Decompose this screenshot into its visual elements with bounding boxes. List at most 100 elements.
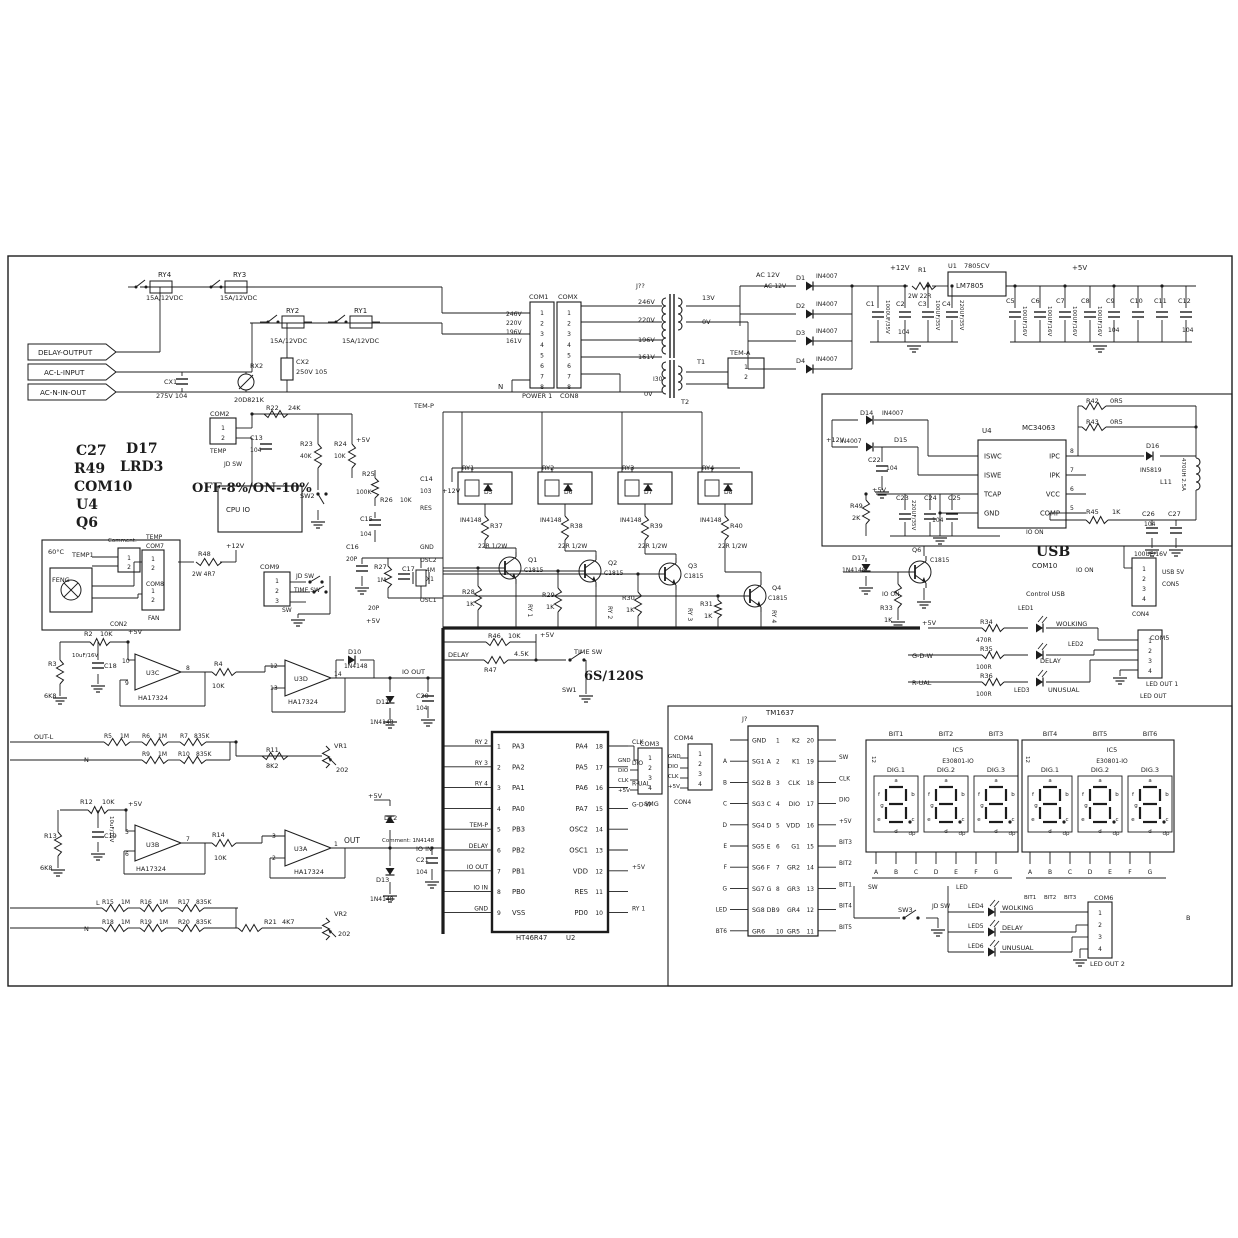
schematic-label: LRD3 (120, 459, 163, 475)
schematic-label: 100R (976, 664, 992, 671)
pin-signal-label: SW (839, 755, 849, 761)
schematic-label: D17 (126, 441, 158, 457)
varistor-symbol (238, 374, 254, 390)
schematic-label: RY3 (622, 464, 634, 472)
schematic-label: C11 (1154, 297, 1167, 305)
schematic-label: C23 (896, 494, 909, 502)
schematic-label: C27 (1168, 510, 1181, 518)
transistor-symbol (749, 584, 762, 594)
segment-letter: c (911, 817, 914, 823)
schematic-label: R35 (980, 645, 993, 653)
junction-dot (388, 846, 392, 850)
segment-letter: a (894, 778, 897, 784)
diode-symbol (385, 696, 395, 703)
schematic-label: C16 (346, 543, 359, 551)
schematic-label: 220V (638, 316, 655, 324)
schematic-label: R7 (180, 733, 188, 740)
connector-pin-number: 4 (698, 781, 702, 788)
schematic-label: DIO (668, 764, 679, 770)
schematic-label: D6 (564, 489, 573, 496)
block-box (947, 271, 1007, 297)
schematic-label: TIME SW (293, 587, 320, 594)
schematic-label: 10uF/16V (108, 816, 114, 842)
pin-name: SG2 B (752, 780, 771, 787)
schematic-label: IN4007 (816, 301, 838, 308)
led-arrow (993, 920, 1000, 928)
connector-pin-number: 2 (151, 597, 155, 604)
pin-name: VSS (512, 909, 525, 917)
schematic-label: VR1 (334, 742, 347, 750)
schematic-label: 100UF/16V (1071, 306, 1077, 337)
pin-number: 7 (1070, 467, 1074, 474)
schematic-label: 835K (196, 919, 212, 926)
pin-signal-label: R-UAL (632, 781, 651, 788)
relay-symbol (144, 285, 148, 289)
segment-letter: f (928, 792, 931, 798)
schematic-label: IN4007 (882, 410, 904, 417)
block-box (49, 567, 93, 613)
schematic-label: +12V (826, 436, 845, 444)
junction-dot (430, 846, 434, 850)
pin-number: 9 (776, 908, 780, 914)
schematic-label: CLK (618, 778, 629, 784)
schematic-label: U1 (948, 262, 957, 270)
schematic-label: 13V (702, 294, 715, 302)
block-box (117, 547, 141, 573)
pin-signal-label: BIT2 (839, 861, 852, 867)
schematic-label: JD SW (295, 573, 314, 580)
connector-pin-number: 1 (1142, 566, 1146, 573)
schematic-label: C13 (250, 434, 263, 442)
pin-signal-label: +5V (839, 819, 852, 825)
schematic-label: 196V (638, 336, 655, 344)
schematic-label: 1M (159, 899, 168, 906)
schematic-label: C25 (948, 494, 961, 502)
led-arrow (989, 919, 996, 927)
schematic-label: IN4007 (816, 356, 838, 363)
pin-name: PB0 (512, 888, 525, 896)
schematic-label: R47 (484, 666, 497, 674)
bit-label: BIT5 (1093, 730, 1107, 738)
pin-name: G1 (791, 844, 800, 851)
bit-label: BIT2 (939, 730, 953, 738)
schematic-label: 100UF/16V (1134, 551, 1168, 558)
diode-symbol (806, 309, 813, 319)
resistor-symbol (1085, 515, 1109, 525)
pin-name: SG3 C (752, 801, 771, 808)
schematic-label: LM7805 (956, 282, 984, 290)
pin-name: RES (575, 888, 588, 896)
connector-pin-number: 4 (567, 342, 571, 349)
schematic-label: 161V (506, 338, 522, 345)
schematic-label: DELAY (1040, 657, 1061, 665)
resistor-symbol (1081, 401, 1107, 411)
junction-dot (716, 594, 720, 598)
segment-letter: g (980, 803, 984, 809)
schematic-label: C1815 (930, 557, 950, 564)
schematic-label: D17 (852, 554, 865, 562)
schematic-label: 104 (1144, 521, 1156, 528)
junction-dot (926, 284, 930, 288)
schematic-label: Q4 (772, 584, 781, 592)
resistor-symbol (237, 923, 263, 933)
connector-pin-number: 3 (1148, 658, 1152, 665)
schematic-label: JD SW (931, 903, 950, 910)
schematic-label: R31 (700, 600, 713, 608)
schematic-label: Q6 (912, 546, 921, 554)
resistor-symbol (553, 587, 563, 613)
schematic-label: L11 (1160, 478, 1172, 486)
resistor-symbol (211, 667, 237, 677)
pin-signal-label: RY 4 (475, 781, 488, 788)
segment-letter: d (1148, 829, 1152, 835)
connector-pin-number: 4 (1148, 668, 1152, 675)
block-box (217, 485, 303, 533)
pin-number: 11 (595, 889, 603, 896)
connector-pin-number: 1 (275, 578, 279, 585)
schematic-label: 10K (212, 682, 225, 690)
pin-signal-label: RY 3 (475, 760, 488, 767)
pin-number: 4 (776, 802, 780, 808)
digit-cell (1027, 775, 1073, 833)
schematic-label: 15A/12VDC (220, 294, 258, 302)
pin-name: PA3 (512, 743, 525, 751)
relay-coil-box (544, 479, 560, 497)
schematic-label: COM5 (1150, 634, 1169, 642)
connector-pin-number: 3 (1098, 934, 1102, 941)
